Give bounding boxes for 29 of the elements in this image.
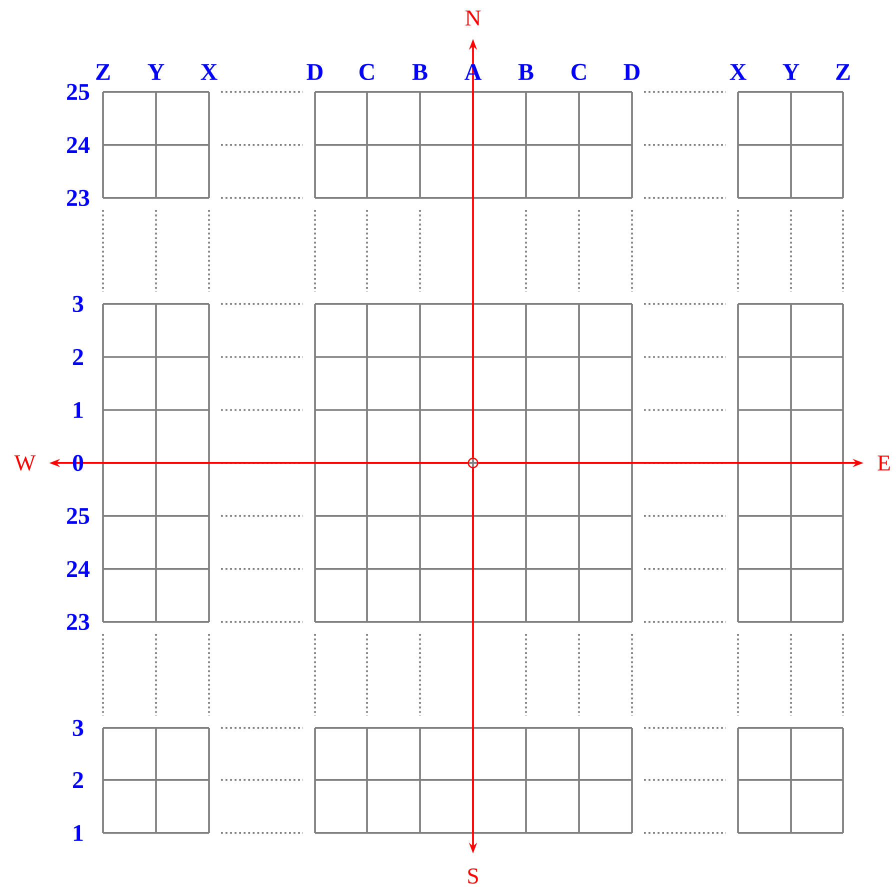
direction-label: N <box>465 10 481 26</box>
column-label: Z <box>836 64 850 80</box>
column-label: Y <box>782 64 800 80</box>
column-label: C <box>572 64 586 80</box>
row-label: 23 <box>67 190 90 206</box>
row-label: 25 <box>67 508 90 524</box>
column-label: D <box>306 64 322 80</box>
row-label: 1 <box>74 402 83 418</box>
row-label: 2 <box>73 349 83 365</box>
row-label: 25 <box>67 84 90 100</box>
row-label: 23 <box>67 614 90 630</box>
column-label: Z <box>96 64 110 80</box>
row-label: 3 <box>72 720 84 736</box>
origin-marker <box>468 458 478 468</box>
row-label: 24 <box>67 561 90 577</box>
column-label: Y <box>148 64 164 80</box>
row-label: 3 <box>72 296 84 312</box>
direction-label: S <box>468 868 478 884</box>
row-label: 24 <box>67 137 90 153</box>
column-label: B <box>412 64 428 80</box>
column-label: B <box>518 64 534 80</box>
direction-label: W <box>14 455 36 471</box>
column-label: X <box>200 64 218 80</box>
column-label: X <box>730 64 746 80</box>
column-label: C <box>360 64 374 80</box>
direction-label: E <box>878 456 890 470</box>
row-label: 2 <box>73 772 83 788</box>
column-label: D <box>624 64 640 80</box>
row-label: 1 <box>74 825 83 841</box>
